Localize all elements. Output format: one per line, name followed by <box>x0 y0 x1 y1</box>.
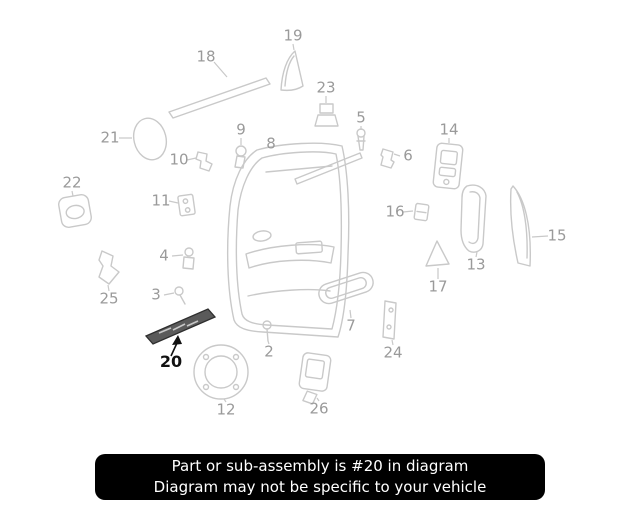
part-label-16: 16 <box>385 202 405 221</box>
part-label-7: 7 <box>346 316 356 335</box>
part-label-6: 6 <box>403 146 413 165</box>
part-25-clip <box>98 250 120 285</box>
part-label-4: 4 <box>159 246 169 265</box>
part-17-sail-trim <box>425 240 450 267</box>
part-11-bracket <box>177 193 196 217</box>
part-14-switch-panel <box>432 142 464 190</box>
part-16-clip <box>413 202 430 222</box>
part-label-3: 3 <box>151 285 161 304</box>
part-23-tweeter-speaker <box>314 103 339 127</box>
part-12-speaker <box>193 344 249 400</box>
part-4-clip <box>182 247 195 270</box>
part-19-sail-panel <box>280 50 304 92</box>
part-inner-belt-strip <box>294 152 363 185</box>
part-13-grab-handle <box>460 184 487 253</box>
part-21-mirror-glass <box>132 117 168 161</box>
part-2-screw <box>262 320 272 342</box>
highlight-arrow <box>170 335 182 357</box>
part-label-15: 15 <box>547 226 567 245</box>
part-3-screw <box>174 286 186 305</box>
part-6-clip <box>380 148 395 169</box>
banner-line-2: Diagram may not be specific to your vehi… <box>153 478 487 496</box>
part-label-9: 9 <box>236 120 246 139</box>
part-label-22: 22 <box>62 173 82 192</box>
part-9-clip <box>234 145 247 169</box>
vehicle-note-banner: Part or sub-assembly is #20 in diagram D… <box>95 454 545 500</box>
part-label-2: 2 <box>264 342 274 361</box>
part-24-bracket <box>382 300 397 340</box>
part-label-10: 10 <box>169 150 189 169</box>
banner-line-1: Part or sub-assembly is #20 in diagram <box>171 457 469 475</box>
part-8-door-trim-panel <box>226 142 350 338</box>
part-label-13: 13 <box>466 255 486 274</box>
part-15-pillar-trim <box>509 185 532 267</box>
part-26-window-switch <box>298 352 332 405</box>
part-label-17: 17 <box>428 277 448 296</box>
part-18-belt-molding <box>168 77 271 119</box>
part-10-clip <box>195 151 213 172</box>
part-label-18: 18 <box>196 47 216 66</box>
part-label-25: 25 <box>99 289 119 308</box>
part-label-19: 19 <box>283 26 303 45</box>
part-5-screw <box>356 128 366 151</box>
part-label-11: 11 <box>151 191 171 210</box>
part-label-14: 14 <box>439 120 459 139</box>
part-label-8: 8 <box>266 134 276 153</box>
part-20-highlighted-sill-strip <box>144 308 217 345</box>
part-7-pull-handle-cup <box>318 271 374 305</box>
part-label-21: 21 <box>100 128 120 147</box>
part-label-26: 26 <box>309 399 329 418</box>
part-label-23: 23 <box>316 78 336 97</box>
part-label-12: 12 <box>216 400 236 419</box>
leader-lines <box>71 43 549 403</box>
part-label-20-highlighted: 20 <box>159 352 183 371</box>
part-22-handle-bezel <box>58 194 92 228</box>
part-label-24: 24 <box>383 343 403 362</box>
part-label-5: 5 <box>356 108 366 127</box>
